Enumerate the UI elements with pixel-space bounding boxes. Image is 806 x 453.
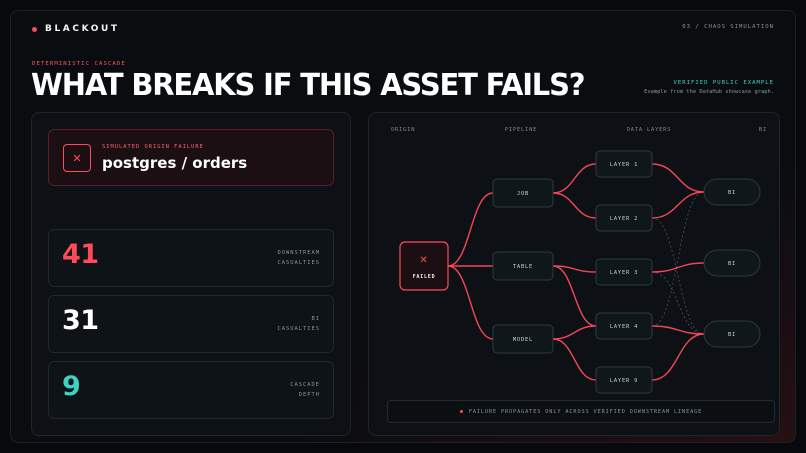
origin-asset-name: postgres / orders	[102, 154, 248, 172]
bi-node-label: BI	[728, 261, 736, 267]
failure-edge	[552, 192, 597, 219]
layer-node	[595, 204, 653, 232]
eyebrow-label: DETERMINISTIC CASCADE	[32, 61, 126, 67]
failure-edge	[552, 163, 597, 194]
impact-panel: ✕ SIMULATED ORIGIN FAILURE postgres / or…	[31, 112, 351, 436]
dashed-lineage-edge	[651, 271, 705, 335]
pipeline-node-label-job: JOB	[517, 191, 529, 197]
x-icon: ✕	[419, 255, 428, 266]
bi-node	[703, 178, 761, 206]
x-icon: ✕	[63, 144, 91, 172]
layer-node-label: LAYER 1	[610, 162, 638, 168]
failure-edge	[552, 265, 597, 327]
breadcrumb: 03 / CHAOS SIMULATION	[682, 24, 774, 30]
brand-dot-icon	[32, 26, 37, 32]
layer-node	[595, 366, 653, 394]
pipeline-node	[492, 251, 554, 281]
footer-text: FAILURE PROPAGATES ONLY ACROSS VERIFIED …	[468, 408, 703, 415]
layer-node-label: LAYER 3	[610, 270, 638, 276]
column-header-pipeline: PIPELINE	[505, 127, 537, 133]
verified-subtext: Example from the DataHub showcase graph.	[644, 89, 774, 95]
failure-edge	[447, 265, 494, 340]
failure-edge	[651, 262, 705, 273]
lineage-graph-panel: ORIGIN PIPELINE DATA LAYERS BI ✕ FAILED JOB TAB…	[368, 112, 780, 436]
bi-node-label: BI	[728, 332, 736, 338]
column-header-data-layers: DATA LAYERS	[627, 127, 672, 133]
failure-edge	[552, 265, 597, 273]
brand-name: BLACKOUT	[45, 24, 120, 34]
failure-edge	[552, 338, 597, 381]
failed-node-label: FAILED	[413, 274, 436, 280]
dashed-lineage-edge	[651, 191, 705, 327]
layer-node-label: LAYER 2	[610, 216, 638, 222]
layer-node-label: LAYER 9	[610, 378, 638, 384]
lineage-graph: ORIGIN PIPELINE DATA LAYERS BI ✕ FAILED JOB TAB…	[391, 127, 767, 394]
layer-node-label: LAYER 4	[610, 324, 638, 330]
graph-footer: FAILURE PROPAGATES ONLY ACROSS VERIFIED …	[387, 400, 775, 423]
layer-node	[595, 258, 653, 286]
failure-edge	[651, 191, 705, 219]
layer-node	[595, 312, 653, 340]
bi-node	[703, 249, 761, 277]
pipeline-node	[492, 178, 554, 208]
stat-value: 9	[62, 371, 81, 402]
column-header-origin: ORIGIN	[391, 127, 415, 133]
brand: BLACKOUT	[32, 24, 120, 34]
failure-edge	[651, 325, 705, 335]
dashed-lineage-edge	[651, 217, 705, 335]
pipeline-node-label-model: MODEL	[513, 337, 533, 343]
origin-failure-card[interactable]: ✕ SIMULATED ORIGIN FAILURE postgres / or…	[48, 129, 334, 186]
verified-badge: VERIFIED PUBLIC EXAMPLE	[673, 80, 774, 86]
bi-node	[703, 320, 761, 348]
pipeline-node	[492, 324, 554, 354]
failure-edge	[447, 192, 494, 267]
failure-edge	[651, 163, 705, 193]
pipeline-node-label-table: TABLE	[513, 264, 533, 270]
footer-dot-icon	[459, 410, 463, 413]
failure-edge	[552, 325, 597, 340]
bi-node-label: BI	[728, 190, 736, 196]
column-header-bi: BI	[759, 127, 767, 133]
page-title: WHAT BREAKS IF THIS ASSET FAILS?	[31, 68, 586, 103]
origin-label: SIMULATED ORIGIN FAILURE	[102, 144, 204, 150]
stat-value: 41	[62, 239, 99, 270]
failed-node	[399, 241, 449, 291]
stat-value: 31	[62, 305, 99, 336]
failure-edge	[651, 333, 705, 381]
layer-node	[595, 150, 653, 178]
